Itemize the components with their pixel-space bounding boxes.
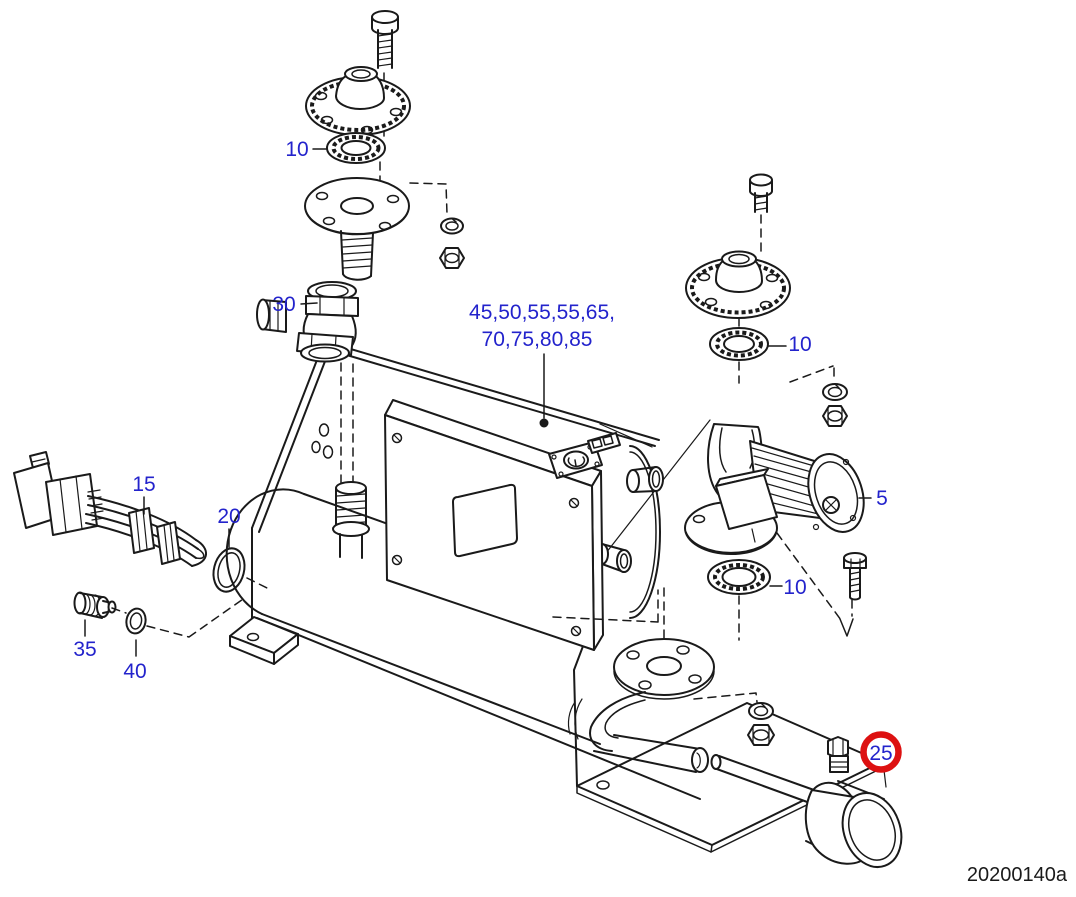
heating-element xyxy=(13,451,207,567)
o-ring xyxy=(212,547,246,593)
tee-fitting xyxy=(256,281,359,363)
lock-washer-top-left xyxy=(440,217,464,235)
callout-group-line1[interactable]: 45,50,55,55,65, xyxy=(469,301,615,324)
bolt xyxy=(371,10,399,69)
tank-top-nipple xyxy=(332,481,370,559)
bolt xyxy=(749,173,773,213)
highlight-ring xyxy=(860,731,902,773)
gasket-10-top-left xyxy=(326,132,386,164)
callout-group-line2[interactable]: 70,75,80,85 xyxy=(482,328,593,351)
seal-washer xyxy=(125,607,147,635)
drawing-number: 20200140a xyxy=(967,864,1068,886)
pump-body xyxy=(684,423,865,555)
flange-cone-upper xyxy=(305,66,411,136)
arrowhead xyxy=(839,618,854,637)
callout-10-pump-bottom[interactable]: 10 xyxy=(783,576,806,599)
lock-washer-elbow xyxy=(748,702,774,720)
callout-35-plug[interactable]: 35 xyxy=(73,638,96,661)
callout-25-sensor[interactable]: 25 xyxy=(869,742,892,765)
nut-top-left xyxy=(439,247,465,269)
elbow-flange xyxy=(552,587,715,773)
callout-20-o-ring[interactable]: 20 xyxy=(217,505,240,528)
callout-15-heating-element[interactable]: 15 xyxy=(132,473,155,496)
callout-30-tee[interactable]: 30 xyxy=(272,293,295,316)
flange-nipple-lower xyxy=(304,177,410,281)
drain-plug xyxy=(73,591,117,619)
nut-elbow xyxy=(747,724,775,746)
callout-5-pump[interactable]: 5 xyxy=(876,487,888,510)
nameplate xyxy=(452,483,518,558)
top-left-flange-assembly xyxy=(304,10,465,281)
callout-40-washer[interactable]: 40 xyxy=(123,660,146,683)
control-box xyxy=(384,399,621,651)
gasket-10-pump-top xyxy=(709,327,769,361)
sensor-fitting xyxy=(827,736,849,773)
callout-leaders xyxy=(84,148,887,788)
lock-washer-pump xyxy=(822,383,848,401)
highlighted-callout-25[interactable]: 25 xyxy=(860,731,902,773)
gasket-10-pump-bottom xyxy=(707,559,771,595)
leader-dot xyxy=(539,418,549,428)
callout-10-top-left[interactable]: 10 xyxy=(285,138,308,161)
tank-stub-upper xyxy=(626,466,664,493)
thermostat-knob[interactable] xyxy=(548,441,603,479)
power-switch[interactable] xyxy=(587,432,621,454)
callout-10-pump-top[interactable]: 10 xyxy=(788,333,811,356)
bolt-lower xyxy=(843,552,867,601)
pipe-axis-dashed xyxy=(340,362,354,487)
box-screws xyxy=(391,432,582,637)
pump-assembly xyxy=(684,173,867,641)
flange-cone-pump xyxy=(685,250,791,319)
nut-pump xyxy=(822,405,848,427)
temperature-sensor xyxy=(710,736,903,868)
